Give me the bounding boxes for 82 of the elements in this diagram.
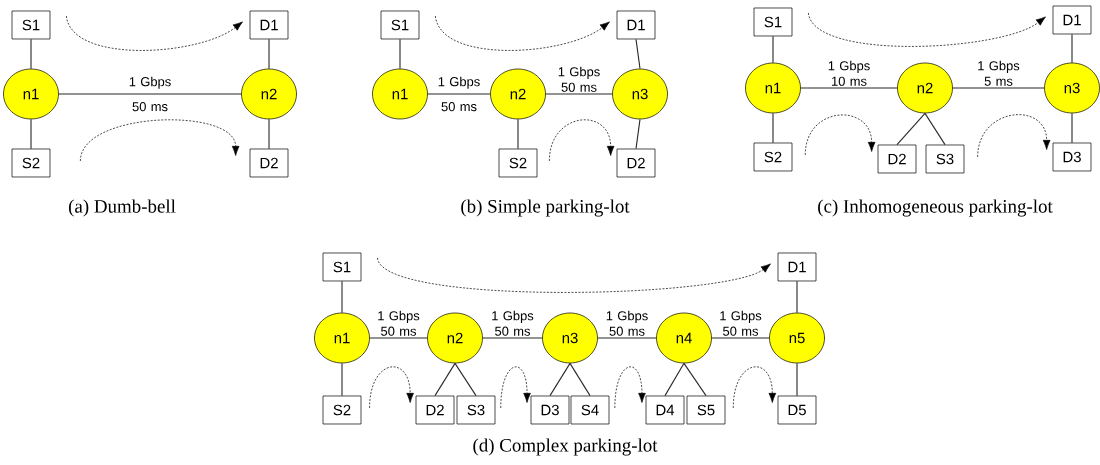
link-line [341,362,343,397]
link-line [597,337,657,339]
flow-arrow [808,12,1046,47]
host-box: D2 [616,148,656,178]
host-box: S3 [456,395,496,425]
link-line [341,280,343,314]
host-box: D2 [877,144,917,174]
link-line [1071,33,1073,64]
host-box: D4 [645,395,685,425]
flow-arrow [66,15,243,51]
link-line [772,112,774,144]
host-box: D3 [530,395,570,425]
link-line [796,280,798,314]
host-box: D2 [249,148,289,178]
link-line [635,118,641,150]
link-line [517,118,519,150]
subfigure-caption: (c) Inhomogeneous parking-lot [818,199,1053,217]
flow-arrow [732,366,777,409]
link-label: 1 Gbps 10 ms [828,60,870,86]
link-line [924,112,946,146]
host-box: D2 [415,395,455,425]
link-line [268,38,270,70]
link-label: 1 Gbps 50 ms [378,310,420,336]
link-label: 1 Gbps 50 ms [492,310,534,336]
host-box: S5 [686,395,726,425]
host-box: S2 [322,395,362,425]
link-line [58,93,242,95]
subfigure-caption: (a) Dumb-bell [68,199,176,217]
link-line [30,38,32,70]
link-line [664,362,685,397]
link-line [399,38,401,70]
link-line [800,87,898,89]
link-line [635,38,641,70]
flow-arrow [435,15,610,51]
link-line [772,35,774,64]
host-box: S2 [753,142,793,172]
flow-arrow [369,366,414,409]
host-box: S4 [570,395,610,425]
link-label: 1 Gbps 50 ms [606,310,648,336]
link-line [683,362,707,397]
flow-arrow [614,366,646,409]
flow-arrow [549,119,615,162]
host-box: D1 [1052,5,1092,35]
link-line [427,93,491,95]
link-line [569,362,591,397]
link-line [549,362,571,397]
host-box: S1 [753,7,793,37]
link-line [30,118,32,150]
host-box: S1 [11,10,51,40]
host-box: D1 [777,252,817,282]
flow-arrow [804,114,876,156]
link-line [369,337,428,339]
link-line [711,337,770,339]
host-box: D3 [1052,142,1092,172]
link-label: 1 Gbps 50 ms [129,76,171,112]
link-label: 1 Gbps 50 ms [720,310,762,336]
link-line [434,362,456,397]
flow-arrow [80,119,240,162]
host-box: S3 [925,144,965,174]
host-box: S1 [380,10,420,40]
host-box: S2 [11,148,51,178]
link-line [454,362,477,397]
link-label: 1 Gbps 50 ms [438,76,480,112]
flow-arrow [500,366,531,409]
subfigure-caption: (d) Complex parking-lot [473,438,658,456]
link-line [952,87,1045,89]
link-line [1071,112,1073,144]
link-label: 1 Gbps 5 ms [978,60,1020,86]
link-line [796,362,798,397]
link-line [545,93,613,95]
host-box: D5 [777,395,817,425]
host-box: S2 [498,148,538,178]
subfigure-caption: (b) Simple parking-lot [461,199,630,217]
flow-arrow [377,257,771,293]
link-line [268,118,270,150]
link-label: 1 Gbps 50 ms [558,66,600,92]
host-box: S1 [322,252,362,282]
host-box: D1 [249,10,289,40]
host-box: D1 [616,10,656,40]
link-line [482,337,543,339]
link-line [896,112,926,146]
flow-arrow [977,114,1051,158]
